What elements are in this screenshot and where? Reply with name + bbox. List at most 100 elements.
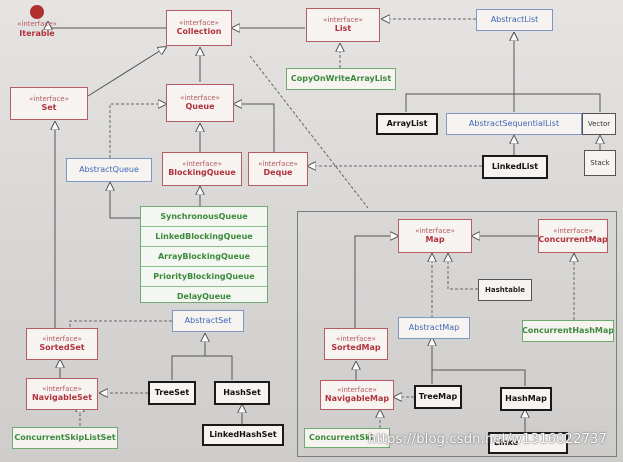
node-label: ArrayBlockingQueue xyxy=(157,251,251,261)
node-label: NavigableSet xyxy=(31,393,93,402)
node-label: Map xyxy=(425,235,445,244)
node-label: LinkedHashSet xyxy=(209,430,277,439)
stereotype-label: «interface» xyxy=(323,16,363,24)
stereotype-label: «interface» xyxy=(336,335,376,343)
stereotype-label: «interface» xyxy=(29,94,69,103)
node-label: AbstractSequentialList xyxy=(468,119,560,128)
node-abstract-set: AbstractSet xyxy=(172,310,244,332)
node-deque: «interface» Deque xyxy=(248,152,308,186)
node-list: «interface» List xyxy=(306,8,380,42)
edge-hashtable-map xyxy=(448,254,478,290)
node-label: Stack xyxy=(590,159,610,167)
edge-vector-abstractlist xyxy=(514,93,601,112)
map-hierarchy-panel xyxy=(297,211,617,457)
node-label: ConcurrentMap xyxy=(538,235,608,244)
node-label: Vector xyxy=(587,120,611,128)
node-tree-map: TreeMap xyxy=(414,385,462,409)
node-array-list: ArrayList xyxy=(376,113,438,135)
node-concurrent-hash-map: ConcurrentHashMap xyxy=(522,320,614,342)
edge-set-collection xyxy=(87,47,166,97)
node-abstract-list: AbstractList xyxy=(476,9,553,31)
stereotype-label: «interface» xyxy=(42,385,82,393)
node-label: Iterable xyxy=(19,29,55,38)
node-abstract-map: AbstractMap xyxy=(398,317,470,339)
node-abstract-sequential-list: AbstractSequentialList xyxy=(446,113,582,135)
edge-deque-queue xyxy=(234,104,275,152)
edge-collection-iterable xyxy=(48,22,170,28)
node-vector: Vector xyxy=(582,113,616,135)
node-hash-set: HashSet xyxy=(214,381,270,405)
node-copy-on-write-array-list: CopyOnWriteArrayList xyxy=(286,68,396,90)
node-linked-hash-map: Linke xyxy=(488,432,568,454)
node-label: ConcurrentSki xyxy=(309,433,374,442)
node-label: SynchronousQueue xyxy=(160,211,248,221)
node-label: TreeSet xyxy=(154,388,190,397)
edge-abstractqueue-queue xyxy=(109,104,166,158)
stereotype-label: «interface» xyxy=(180,94,220,102)
node-linked-hash-set: LinkedHashSet xyxy=(202,424,284,446)
node-label: LinkedList xyxy=(491,162,539,171)
node-queue: «interface» Queue xyxy=(166,84,234,122)
node-hash-map: HashMap xyxy=(500,387,552,411)
stereotype-label: «interface» xyxy=(179,19,219,27)
node-label: ConcurrentHashMap xyxy=(522,326,614,335)
node-label: HashSet xyxy=(223,388,261,397)
node-concurrent-skip-list-map: ConcurrentSki xyxy=(304,428,390,448)
node-label: AbstractList xyxy=(490,15,539,24)
node-label: Hashtable xyxy=(485,286,525,294)
node-tree-set: TreeSet xyxy=(148,381,196,405)
edge-hashmap-abstractmap xyxy=(432,369,526,386)
edge-abstractset-set xyxy=(69,320,172,328)
node-delay-queue: DelayQueue xyxy=(141,287,267,307)
node-linked-blocking-queue: LinkedBlockingQueue xyxy=(141,227,267,247)
node-label: PriorityBlockingQueue xyxy=(153,271,255,281)
node-navigable-set: «interface» NavigableSet xyxy=(26,378,98,410)
node-synchronous-queue: SynchronousQueue xyxy=(141,207,267,227)
blocking-queue-implementations: SynchronousQueue LinkedBlockingQueue Arr… xyxy=(140,206,268,303)
edge-treeset-abstractset xyxy=(171,334,205,380)
node-label: List xyxy=(334,24,352,33)
node-stack: Stack xyxy=(584,150,616,176)
stereotype-label: «interface» xyxy=(415,227,455,235)
node-navigable-map: «interface» NavigableMap xyxy=(320,380,394,410)
stereotype-label: «interface» xyxy=(553,227,593,235)
node-label: Queue xyxy=(185,102,215,111)
node-label: Set xyxy=(41,102,57,112)
watermark-url: https://blog.csdn.net/w1316022737 xyxy=(368,432,608,447)
node-map: «interface» Map xyxy=(398,219,472,253)
node-label: Deque xyxy=(263,168,293,177)
edge-sortedmap-map xyxy=(354,236,398,328)
node-blocking-queue: «interface» BlockingQueue xyxy=(162,152,242,186)
node-concurrent-map: «interface» ConcurrentMap xyxy=(538,219,608,253)
node-label: DelayQueue xyxy=(176,292,232,301)
node-sorted-map: «interface» SortedMap xyxy=(324,328,388,360)
node-label: AbstractSet xyxy=(184,316,232,325)
stereotype-label: «interface» xyxy=(17,20,57,28)
node-sorted-set: «interface» SortedSet xyxy=(26,328,98,360)
node-linked-list: LinkedList xyxy=(482,155,548,179)
edge-arraylist-abstractlist xyxy=(405,33,514,112)
node-hashtable: Hashtable xyxy=(478,279,532,301)
node-collection: «interface» Collection xyxy=(166,10,232,46)
node-label: Collection xyxy=(176,27,222,36)
edge-list-map-link xyxy=(249,55,369,209)
edge-hashset-abstractset xyxy=(205,355,233,380)
node-set: «interface» Set xyxy=(10,87,88,120)
node-abstract-queue: AbstractQueue xyxy=(66,158,152,182)
node-label: Linke xyxy=(494,438,519,447)
node-label: ConcurrentSkipListSet xyxy=(14,433,116,442)
node-label: SortedMap xyxy=(331,343,381,352)
node-label: LinkedBlockingQueue xyxy=(155,231,253,241)
stereotype-label: «interface» xyxy=(337,386,377,394)
edge-bqlist-abstractqueue xyxy=(110,183,140,219)
stereotype-label: «interface» xyxy=(42,335,82,343)
node-concurrent-skip-list-set: ConcurrentSkipListSet xyxy=(12,427,118,449)
stereotype-label: «interface» xyxy=(182,160,222,168)
node-iterable: «interface» Iterable xyxy=(8,19,66,39)
node-array-blocking-queue: ArrayBlockingQueue xyxy=(141,247,267,267)
node-label: BlockingQueue xyxy=(168,168,236,177)
node-label: AbstractQueue xyxy=(79,165,139,174)
stereotype-label: «interface» xyxy=(258,160,298,168)
